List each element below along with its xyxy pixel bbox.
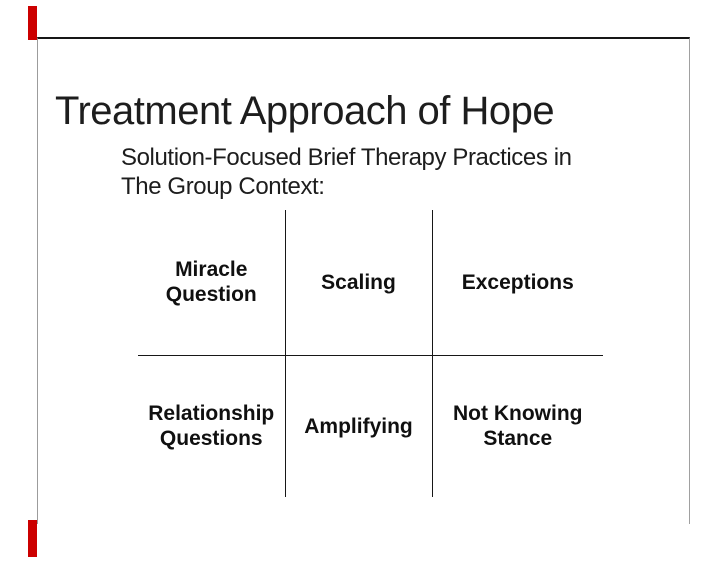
- subtitle-line-1: Solution-Focused Brief Therapy Practices…: [121, 144, 572, 171]
- grid-cell-relationship-questions: Relationship Questions: [138, 354, 285, 498]
- red-accent-bar-top: [28, 6, 37, 40]
- cell-label-line: Not Knowing: [453, 402, 583, 426]
- grid-cell-not-knowing-stance: Not Knowing Stance: [432, 354, 603, 498]
- cell-label-line: Stance: [483, 427, 553, 451]
- cell-label-line: Exceptions: [461, 270, 574, 294]
- cell-label-line: Relationship: [148, 402, 275, 426]
- grid-cell-exceptions: Exceptions: [433, 210, 604, 355]
- slide-subtitle: Solution-Focused Brief Therapy Practices…: [121, 143, 572, 201]
- grid-cell-scaling: Scaling: [284, 210, 433, 355]
- cell-label-line: Scaling: [321, 270, 396, 294]
- cell-label-line: Question: [165, 283, 257, 307]
- red-accent-bar-bottom: [28, 520, 37, 557]
- slide-title: Treatment Approach of Hope: [55, 89, 555, 133]
- grid-cell-miracle-question: Miracle Question: [138, 210, 285, 355]
- sfbt-practices-grid: Miracle Question Scaling Exceptions Rela…: [138, 210, 603, 497]
- cell-label-line: Miracle: [175, 258, 248, 282]
- grid-cell-amplifying: Amplifying: [284, 354, 433, 497]
- cell-label-line: Questions: [159, 427, 263, 451]
- subtitle-line-2: The Group Context:: [121, 173, 325, 200]
- cell-label-line: Amplifying: [304, 414, 413, 438]
- slide-frame: Treatment Approach of Hope Solution-Focu…: [37, 37, 690, 524]
